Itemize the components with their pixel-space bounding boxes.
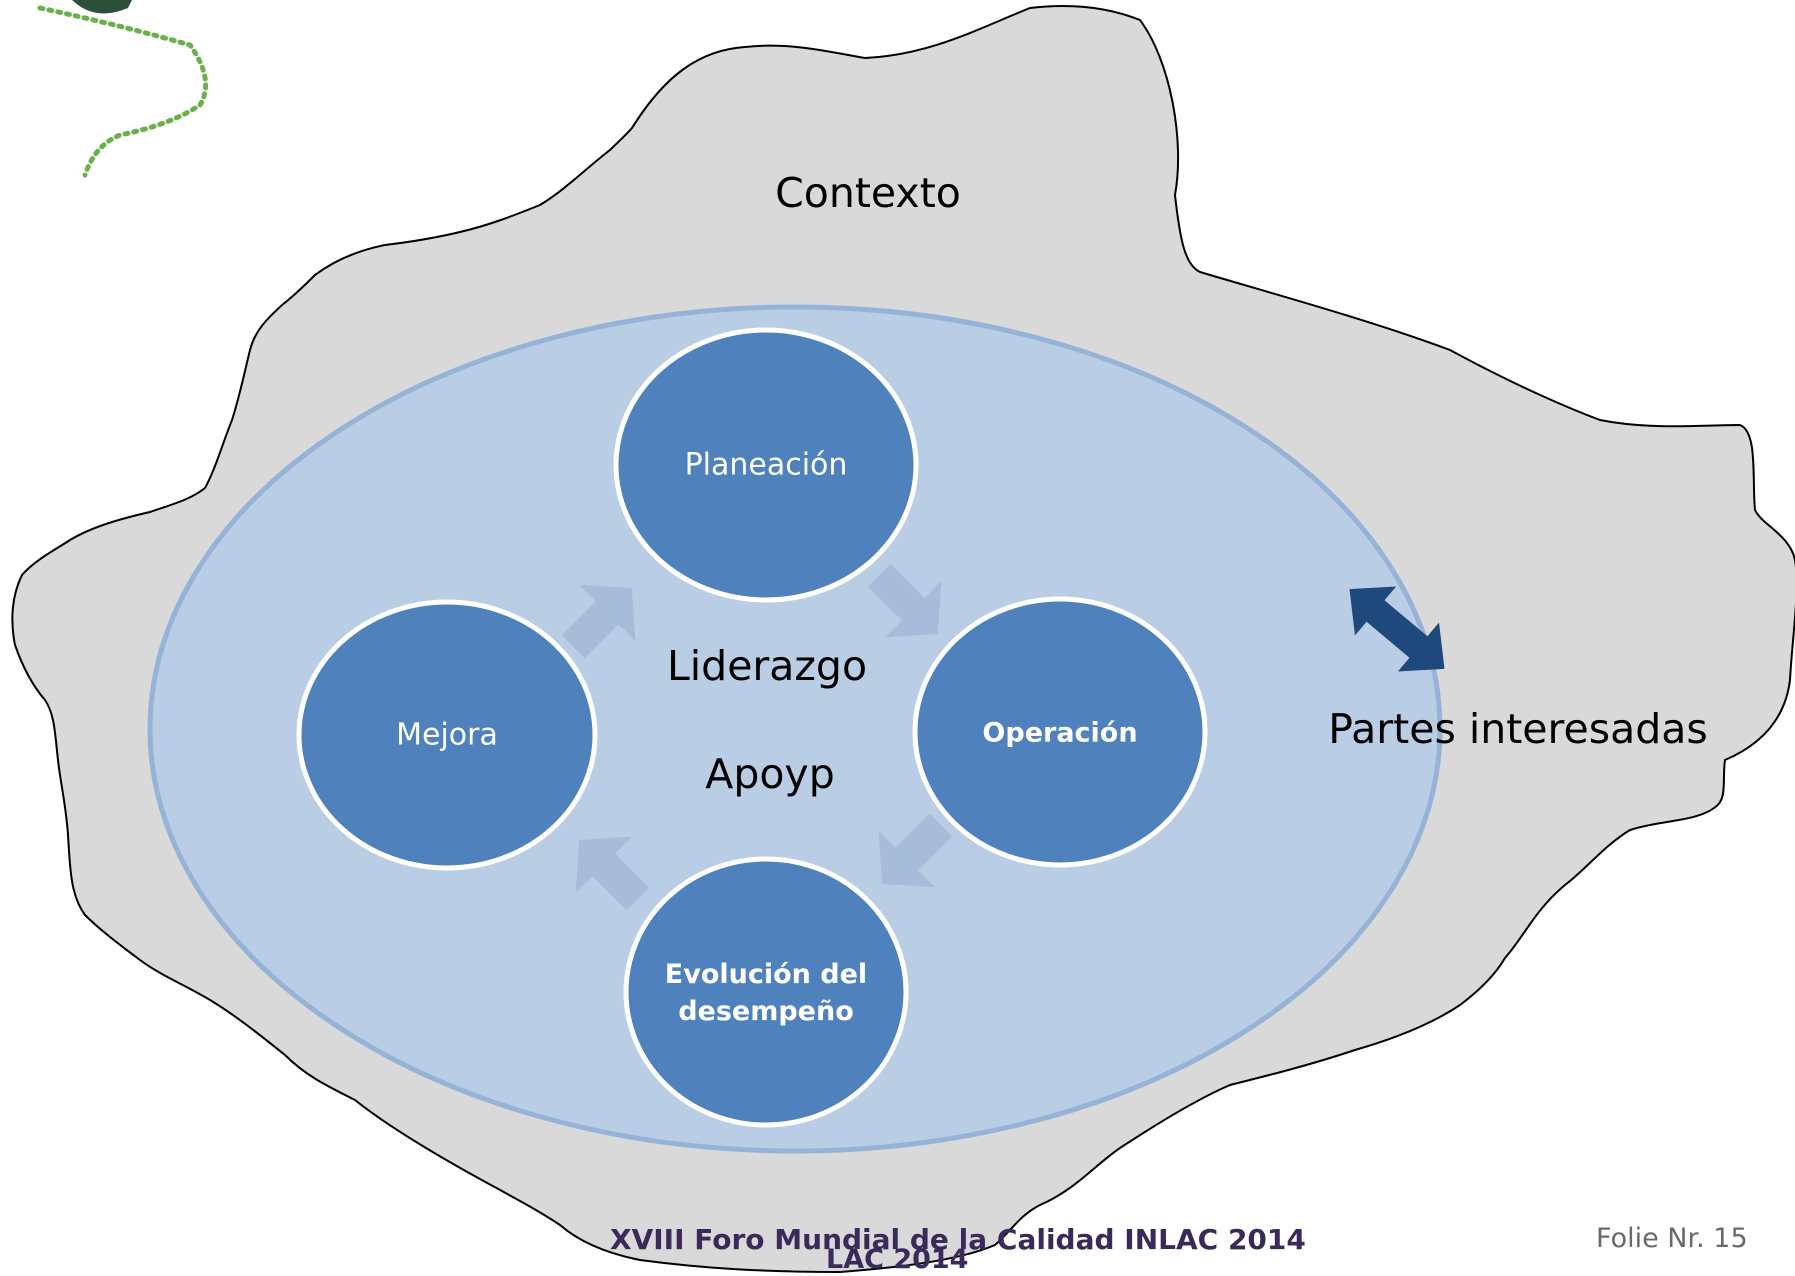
- arrow-icon: [867, 563, 942, 638]
- slide-number: Folie Nr. 15: [1596, 1223, 1748, 1254]
- arrow-icon: [878, 813, 953, 888]
- footer-event: XVIII Foro Mundial de la Calidad INLAC 2…: [610, 1223, 1306, 1256]
- planning-circle: [613, 327, 919, 603]
- improvement-label: Mejora: [396, 717, 498, 753]
- footer-event-shadow: LAC 2014: [826, 1244, 969, 1275]
- context-label: Contexto: [775, 169, 961, 217]
- improvement-circle: [296, 599, 598, 871]
- arrow-icon: [575, 836, 650, 911]
- performance-circle: [623, 856, 909, 1128]
- cycle-arrows: [561, 563, 953, 911]
- double-arrow-icon: [1349, 586, 1445, 672]
- support-label: Apoyp: [705, 750, 835, 798]
- performance-label: Evolución del desempeño: [664, 959, 868, 1027]
- planning-label: Planeación: [684, 447, 848, 483]
- organization-ellipse: [147, 304, 1443, 1154]
- logo-icon: [37, 0, 209, 178]
- operation-label: Operación: [982, 717, 1138, 749]
- leadership-label: Liderazgo: [666, 642, 868, 690]
- cycle-circles: [296, 327, 1208, 1128]
- operation-circle: [912, 596, 1208, 868]
- arrow-icon: [561, 584, 636, 659]
- stakeholders-label: Partes interesadas: [1328, 705, 1708, 753]
